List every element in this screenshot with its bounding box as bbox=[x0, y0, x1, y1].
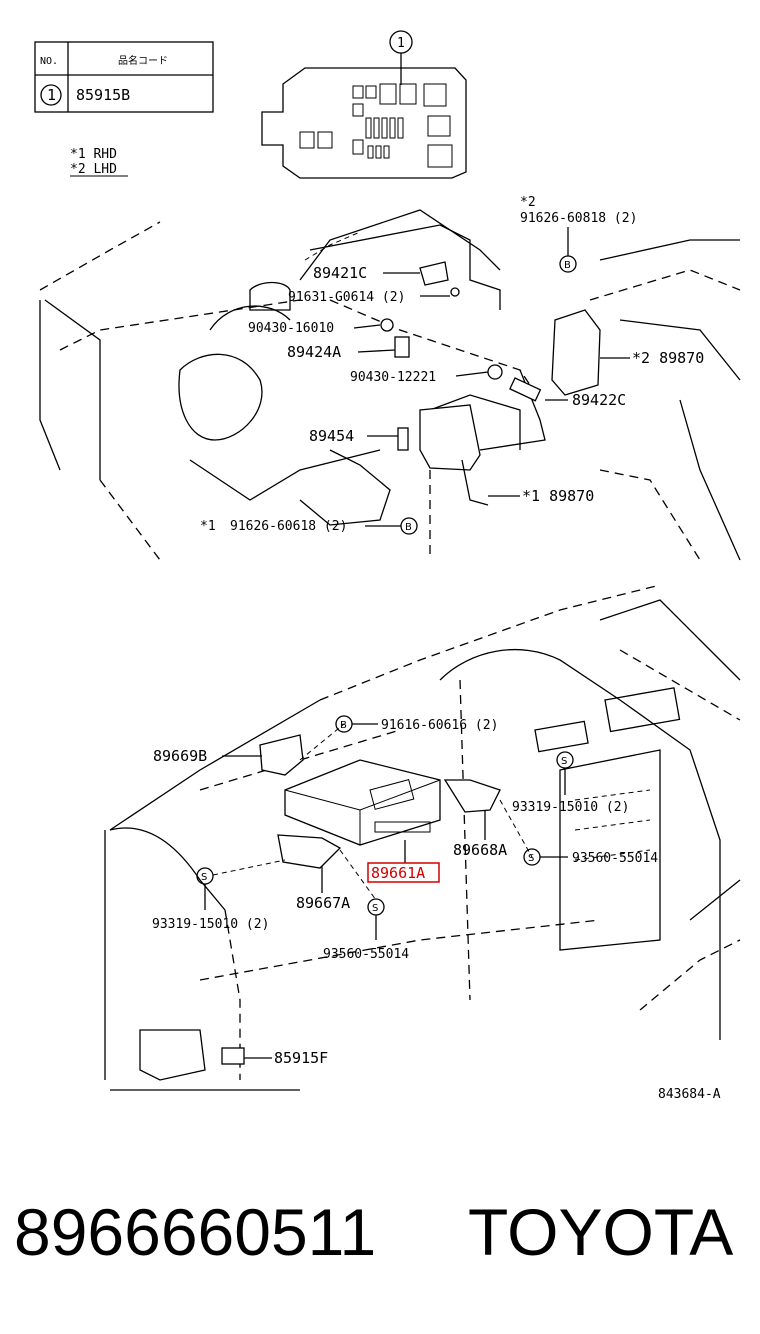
marker-s-left-nut: S bbox=[367, 898, 385, 940]
label-89661a-highlighted: 89661A bbox=[371, 864, 425, 882]
label-89421c: 89421C bbox=[313, 264, 367, 282]
footer-part-number: 8966660511 bbox=[14, 1195, 376, 1269]
label-bolt-93319-15010-left: 93319-15010 (2) bbox=[152, 917, 269, 932]
table-header-code: 品名コード bbox=[118, 54, 168, 67]
leader-lines-lower bbox=[222, 755, 486, 1059]
label-89667a: 89667A bbox=[296, 894, 350, 912]
marker-b-dashboard: B bbox=[335, 715, 378, 733]
label-rhd-89870: *1 89870 bbox=[522, 487, 594, 505]
table-row-number: 1 bbox=[47, 86, 56, 104]
label-89668a: 89668A bbox=[453, 841, 507, 859]
leader-lines-upper bbox=[353, 272, 630, 497]
marker-s-left-bolt: S bbox=[196, 867, 214, 910]
svg-text:S: S bbox=[561, 756, 567, 767]
note-lhd: *2 LHD bbox=[70, 162, 117, 177]
engine-bay-illustration bbox=[39, 209, 741, 561]
label-89454: 89454 bbox=[309, 427, 354, 445]
svg-text:B: B bbox=[405, 522, 412, 533]
marker-b-upper: B bbox=[559, 227, 577, 273]
svg-text:B: B bbox=[340, 720, 347, 731]
footer-brand: TOYOTA bbox=[468, 1195, 733, 1269]
highlight-box-89661a bbox=[367, 862, 440, 883]
svg-text:S: S bbox=[201, 872, 207, 883]
relay-block-illustration: 1 bbox=[261, 30, 467, 179]
marker-s-right-nut: S bbox=[523, 848, 568, 866]
label-bolt-93319-15010-right: 93319-15010 (2) bbox=[512, 800, 629, 815]
label-89424a: 89424A bbox=[287, 343, 341, 361]
marker-b-lower: B bbox=[365, 517, 418, 535]
label-lhd-note-bolt: *2 bbox=[520, 195, 536, 210]
callout-number-1: 1 bbox=[397, 36, 405, 51]
svg-text:B: B bbox=[564, 260, 571, 271]
label-nut-93560-55014-right: 93560-55014 bbox=[572, 851, 658, 866]
label-90430-12221: 90430-12221 bbox=[350, 370, 436, 385]
label-bolt-91626-60618: 91626-60618 (2) bbox=[230, 519, 347, 534]
drawing-reference-number: 843684-A bbox=[658, 1087, 721, 1102]
label-89669b: 89669B bbox=[153, 747, 207, 765]
label-85915f: 85915F bbox=[274, 1049, 328, 1067]
label-nut-93560-55014-left: 93560-55014 bbox=[323, 947, 409, 962]
label-bolt-91626-60818: 91626-60818 (2) bbox=[520, 211, 637, 226]
label-89422c: 89422C bbox=[572, 391, 626, 409]
drive-notes: *1 RHD *2 LHD bbox=[70, 147, 128, 177]
label-bolt-91616-60616: 91616-60616 (2) bbox=[381, 718, 498, 733]
svg-text:S: S bbox=[372, 903, 378, 914]
svg-text:S: S bbox=[528, 853, 534, 864]
label-rhd-note-bolt: *1 bbox=[200, 519, 216, 534]
table-row-code: 85915B bbox=[76, 86, 130, 104]
dashboard-illustration bbox=[104, 584, 741, 1091]
table-header-no: NO. bbox=[40, 56, 58, 67]
marker-s-right-bolt: S bbox=[556, 751, 574, 795]
label-91631-g0614: 91631-G0614 (2) bbox=[288, 290, 405, 305]
label-lhd-89870: *2 89870 bbox=[632, 349, 704, 367]
label-90430-16010: 90430-16010 bbox=[248, 321, 334, 336]
note-rhd: *1 RHD bbox=[70, 147, 117, 162]
part-table: NO. 品名コード 1 85915B bbox=[34, 41, 214, 113]
